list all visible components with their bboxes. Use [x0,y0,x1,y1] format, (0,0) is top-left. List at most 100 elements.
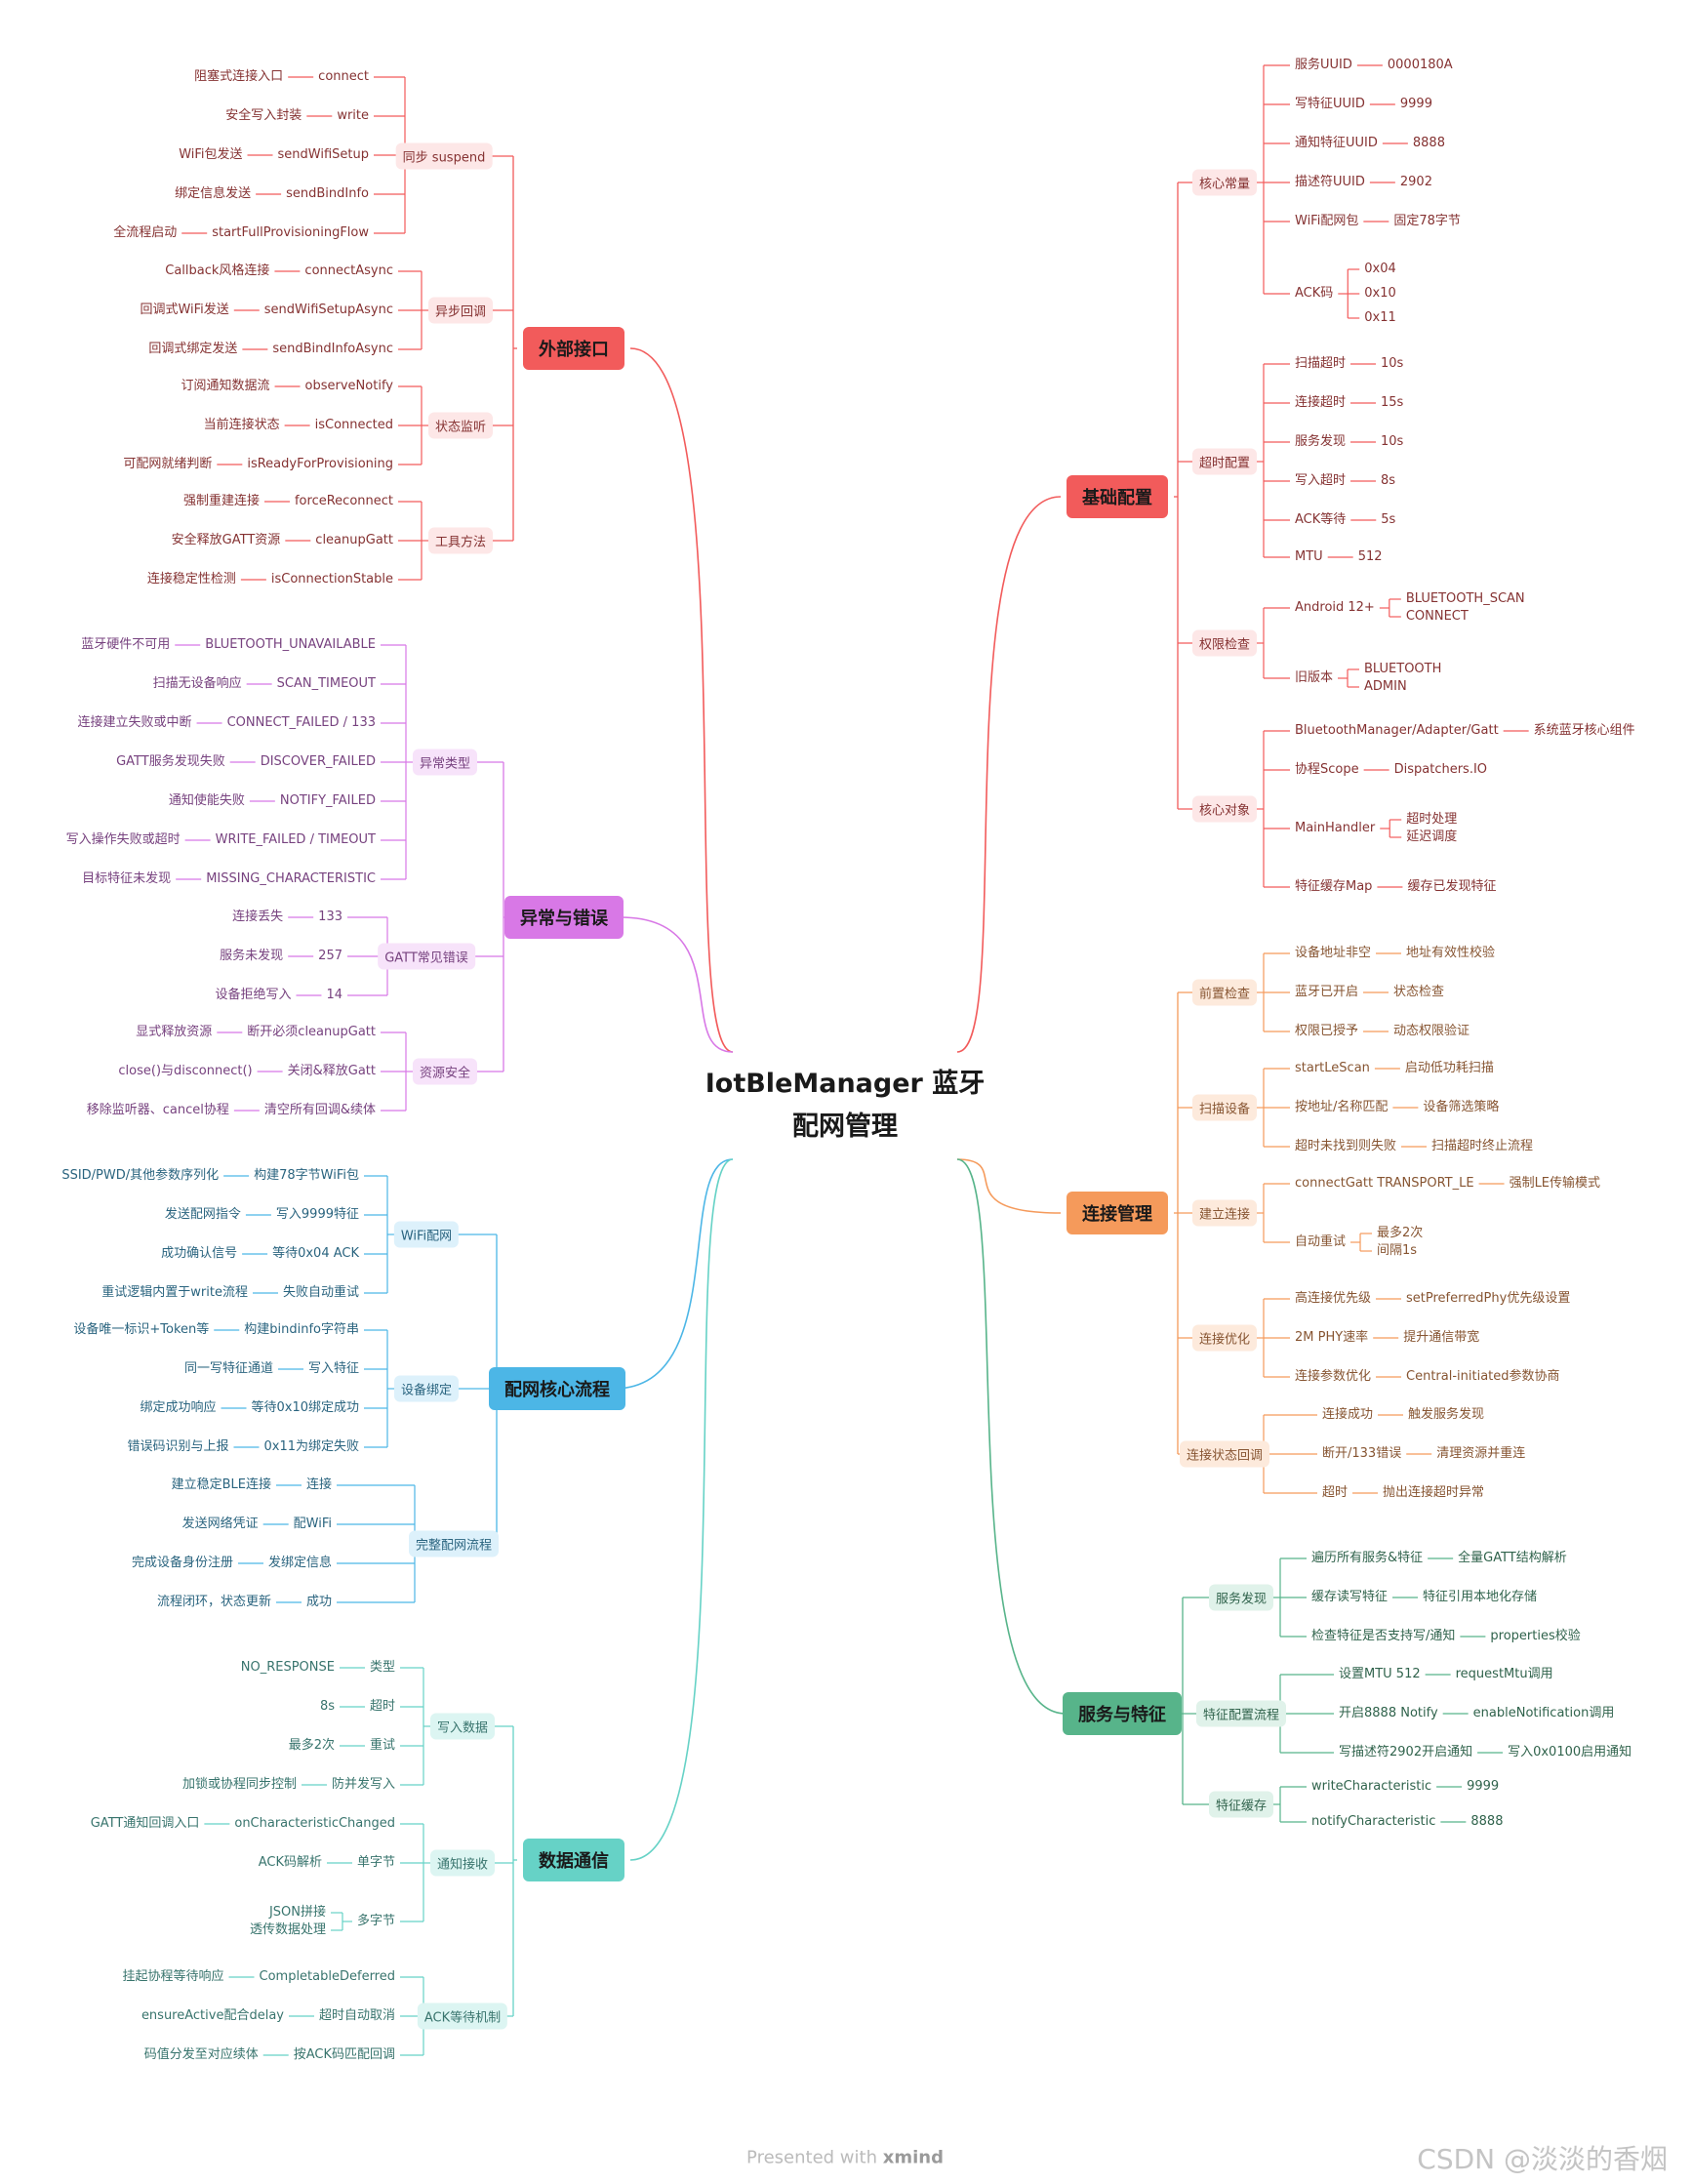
subtopic[interactable]: GATT常见错误 [378,943,475,970]
leaf-label[interactable]: 成功确认信号 [160,1246,239,1262]
subtopic[interactable]: 特征配置流程 [1195,1700,1287,1727]
topic-label[interactable]: 检查特征是否支持写/通知 [1310,1629,1457,1644]
subtopic[interactable]: 设备绑定 [393,1375,460,1402]
topic-label[interactable]: 写入9999特征 [274,1207,360,1223]
leaf-label[interactable]: 15s [1380,395,1405,411]
leaf-label[interactable]: 码值分发至对应续体 [142,2047,260,2063]
leaf-label[interactable]: 提升通信带宽 [1402,1330,1481,1346]
leaf-label[interactable]: 设备拒绝写入 [214,988,293,1003]
topic-label[interactable]: 扫描超时 [1294,356,1348,372]
topic-label[interactable]: NOTIFY_FAILED [278,793,377,809]
leaf-label[interactable]: 挂起协程等待响应 [121,1969,225,1985]
branch-topic[interactable]: 服务与特征 [1063,1692,1182,1735]
subtopic[interactable]: WiFi配网 [393,1221,460,1248]
leaf-label[interactable]: 5s [1380,512,1397,528]
subtopic[interactable]: 服务发现 [1208,1584,1274,1611]
leaf-label[interactable]: NO_RESPONSE [239,1660,336,1676]
leaf-label[interactable]: 全流程启动 [112,225,179,241]
leaf-label[interactable]: 缓存已发现特征 [1406,879,1498,895]
leaf-label[interactable]: 0x11 [1363,310,1397,326]
leaf-label[interactable]: 流程闭环，状态更新 [155,1595,272,1610]
topic-label[interactable]: 成功 [304,1595,333,1610]
leaf-label[interactable]: 动态权限验证 [1392,1024,1471,1039]
topic-label[interactable]: cleanupGatt [314,533,394,548]
topic-label[interactable]: 0x11为绑定失败 [262,1439,360,1455]
topic-label[interactable]: 描述符UUID [1294,175,1366,190]
subtopic[interactable]: 超时配置 [1191,448,1258,475]
leaf-label[interactable]: 8s [1380,473,1397,489]
topic-label[interactable]: 防并发写入 [330,1777,396,1793]
leaf-label[interactable]: 最多2次 [287,1738,336,1754]
leaf-label[interactable]: 绑定信息发送 [174,186,253,202]
leaf-label[interactable]: 强制LE传输模式 [1508,1176,1602,1192]
leaf-label[interactable]: 蓝牙硬件不可用 [80,637,172,653]
topic-label[interactable]: isConnectionStable [269,572,394,587]
subtopic[interactable]: ACK等待机制 [417,2002,508,2030]
topic-label[interactable]: 设备地址非空 [1294,946,1373,961]
leaf-label[interactable]: 错误码识别与上报 [126,1439,230,1455]
leaf-label[interactable]: 扫描超时终止流程 [1430,1139,1535,1154]
leaf-label[interactable]: 可配网就绪判断 [122,457,214,472]
topic-label[interactable]: 权限已授予 [1294,1024,1360,1039]
leaf-label[interactable]: 当前连接状态 [202,418,281,433]
topic-label[interactable]: 服务发现 [1294,434,1348,450]
branch-topic[interactable]: 配网核心流程 [489,1367,625,1410]
topic-label[interactable]: 通知特征UUID [1294,136,1379,151]
leaf-label[interactable]: Central-initiated参数协商 [1405,1369,1561,1385]
leaf-label[interactable]: 连接稳定性检测 [145,572,237,587]
subtopic[interactable]: 核心常量 [1191,169,1258,196]
topic-label[interactable]: 设置MTU 512 [1338,1667,1422,1682]
subtopic[interactable]: 异常类型 [412,748,478,776]
leaf-label[interactable]: close()与disconnect() [117,1064,254,1079]
topic-label[interactable]: 构建bindinfo字符串 [243,1322,360,1338]
leaf-label[interactable]: 10s [1380,356,1405,372]
topic-label[interactable]: 断开必须cleanupGatt [246,1025,377,1040]
topic-label[interactable]: BluetoothManager/Adapter/Gatt [1294,723,1500,739]
leaf-label[interactable]: ACK码解析 [257,1855,323,1871]
topic-label[interactable]: 蓝牙已开启 [1294,985,1360,1000]
topic-label[interactable]: WRITE_FAILED / TIMEOUT [214,832,377,848]
subtopic[interactable]: 资源安全 [412,1058,478,1085]
topic-label[interactable]: 14 [325,988,343,1003]
leaf-label[interactable]: 9999 [1466,1779,1501,1795]
topic-label[interactable]: CompletableDeferred [258,1969,396,1985]
topic-label[interactable]: 257 [317,949,343,964]
branch-topic[interactable]: 基础配置 [1067,475,1168,518]
leaf-label[interactable]: 写入0x0100启用通知 [1507,1745,1633,1760]
topic-label[interactable]: 按ACK码匹配回调 [292,2047,396,2063]
leaf-label[interactable]: 移除监听器、cancel协程 [85,1103,230,1118]
topic-label[interactable]: 类型 [368,1660,396,1676]
subtopic[interactable]: 前置检查 [1191,979,1258,1006]
topic-label[interactable]: 缓存读写特征 [1310,1590,1389,1605]
topic-label[interactable]: SCAN_TIMEOUT [275,676,377,692]
topic-label[interactable]: 高连接优先级 [1294,1291,1373,1307]
leaf-label[interactable]: 目标特征未发现 [81,871,173,887]
leaf-label[interactable]: 延迟调度 [1405,829,1459,845]
leaf-label[interactable]: 发送网络凭证 [181,1517,260,1532]
leaf-label[interactable]: 触发服务发现 [1407,1407,1486,1423]
topic-label[interactable]: 协程Scope [1294,762,1360,778]
topic-label[interactable]: startFullProvisioningFlow [211,225,370,241]
topic-label[interactable]: 超时 [368,1699,396,1715]
topic-label[interactable]: ACK码 [1294,286,1335,302]
leaf-label[interactable]: 8s [318,1699,336,1715]
leaf-label[interactable]: 10s [1380,434,1405,450]
topic-label[interactable]: observeNotify [303,379,394,394]
leaf-label[interactable]: 间隔1s [1376,1243,1419,1259]
subtopic[interactable]: 核心对象 [1191,795,1258,823]
leaf-label[interactable]: 同一写特征通道 [182,1361,274,1377]
topic-label[interactable]: MISSING_CHARACTERISTIC [205,871,377,887]
leaf-label[interactable]: 写入操作失败或超时 [64,832,181,848]
subtopic[interactable]: 通知接收 [429,1849,496,1877]
subtopic[interactable]: 写入数据 [429,1713,496,1740]
leaf-label[interactable]: 安全释放GATT资源 [170,533,282,548]
leaf-label[interactable]: 地址有效性校验 [1405,946,1497,961]
topic-label[interactable]: notifyCharacteristic [1310,1814,1437,1830]
leaf-label[interactable]: 建立稳定BLE连接 [170,1477,272,1493]
leaf-label[interactable]: WiFi包发送 [178,147,244,163]
leaf-label[interactable]: 显式释放资源 [135,1025,214,1040]
leaf-label[interactable]: 0000180A [1386,58,1454,73]
topic-label[interactable]: DISCOVER_FAILED [259,754,377,770]
subtopic[interactable]: 建立连接 [1191,1199,1258,1227]
branch-topic[interactable]: 外部接口 [523,327,624,370]
